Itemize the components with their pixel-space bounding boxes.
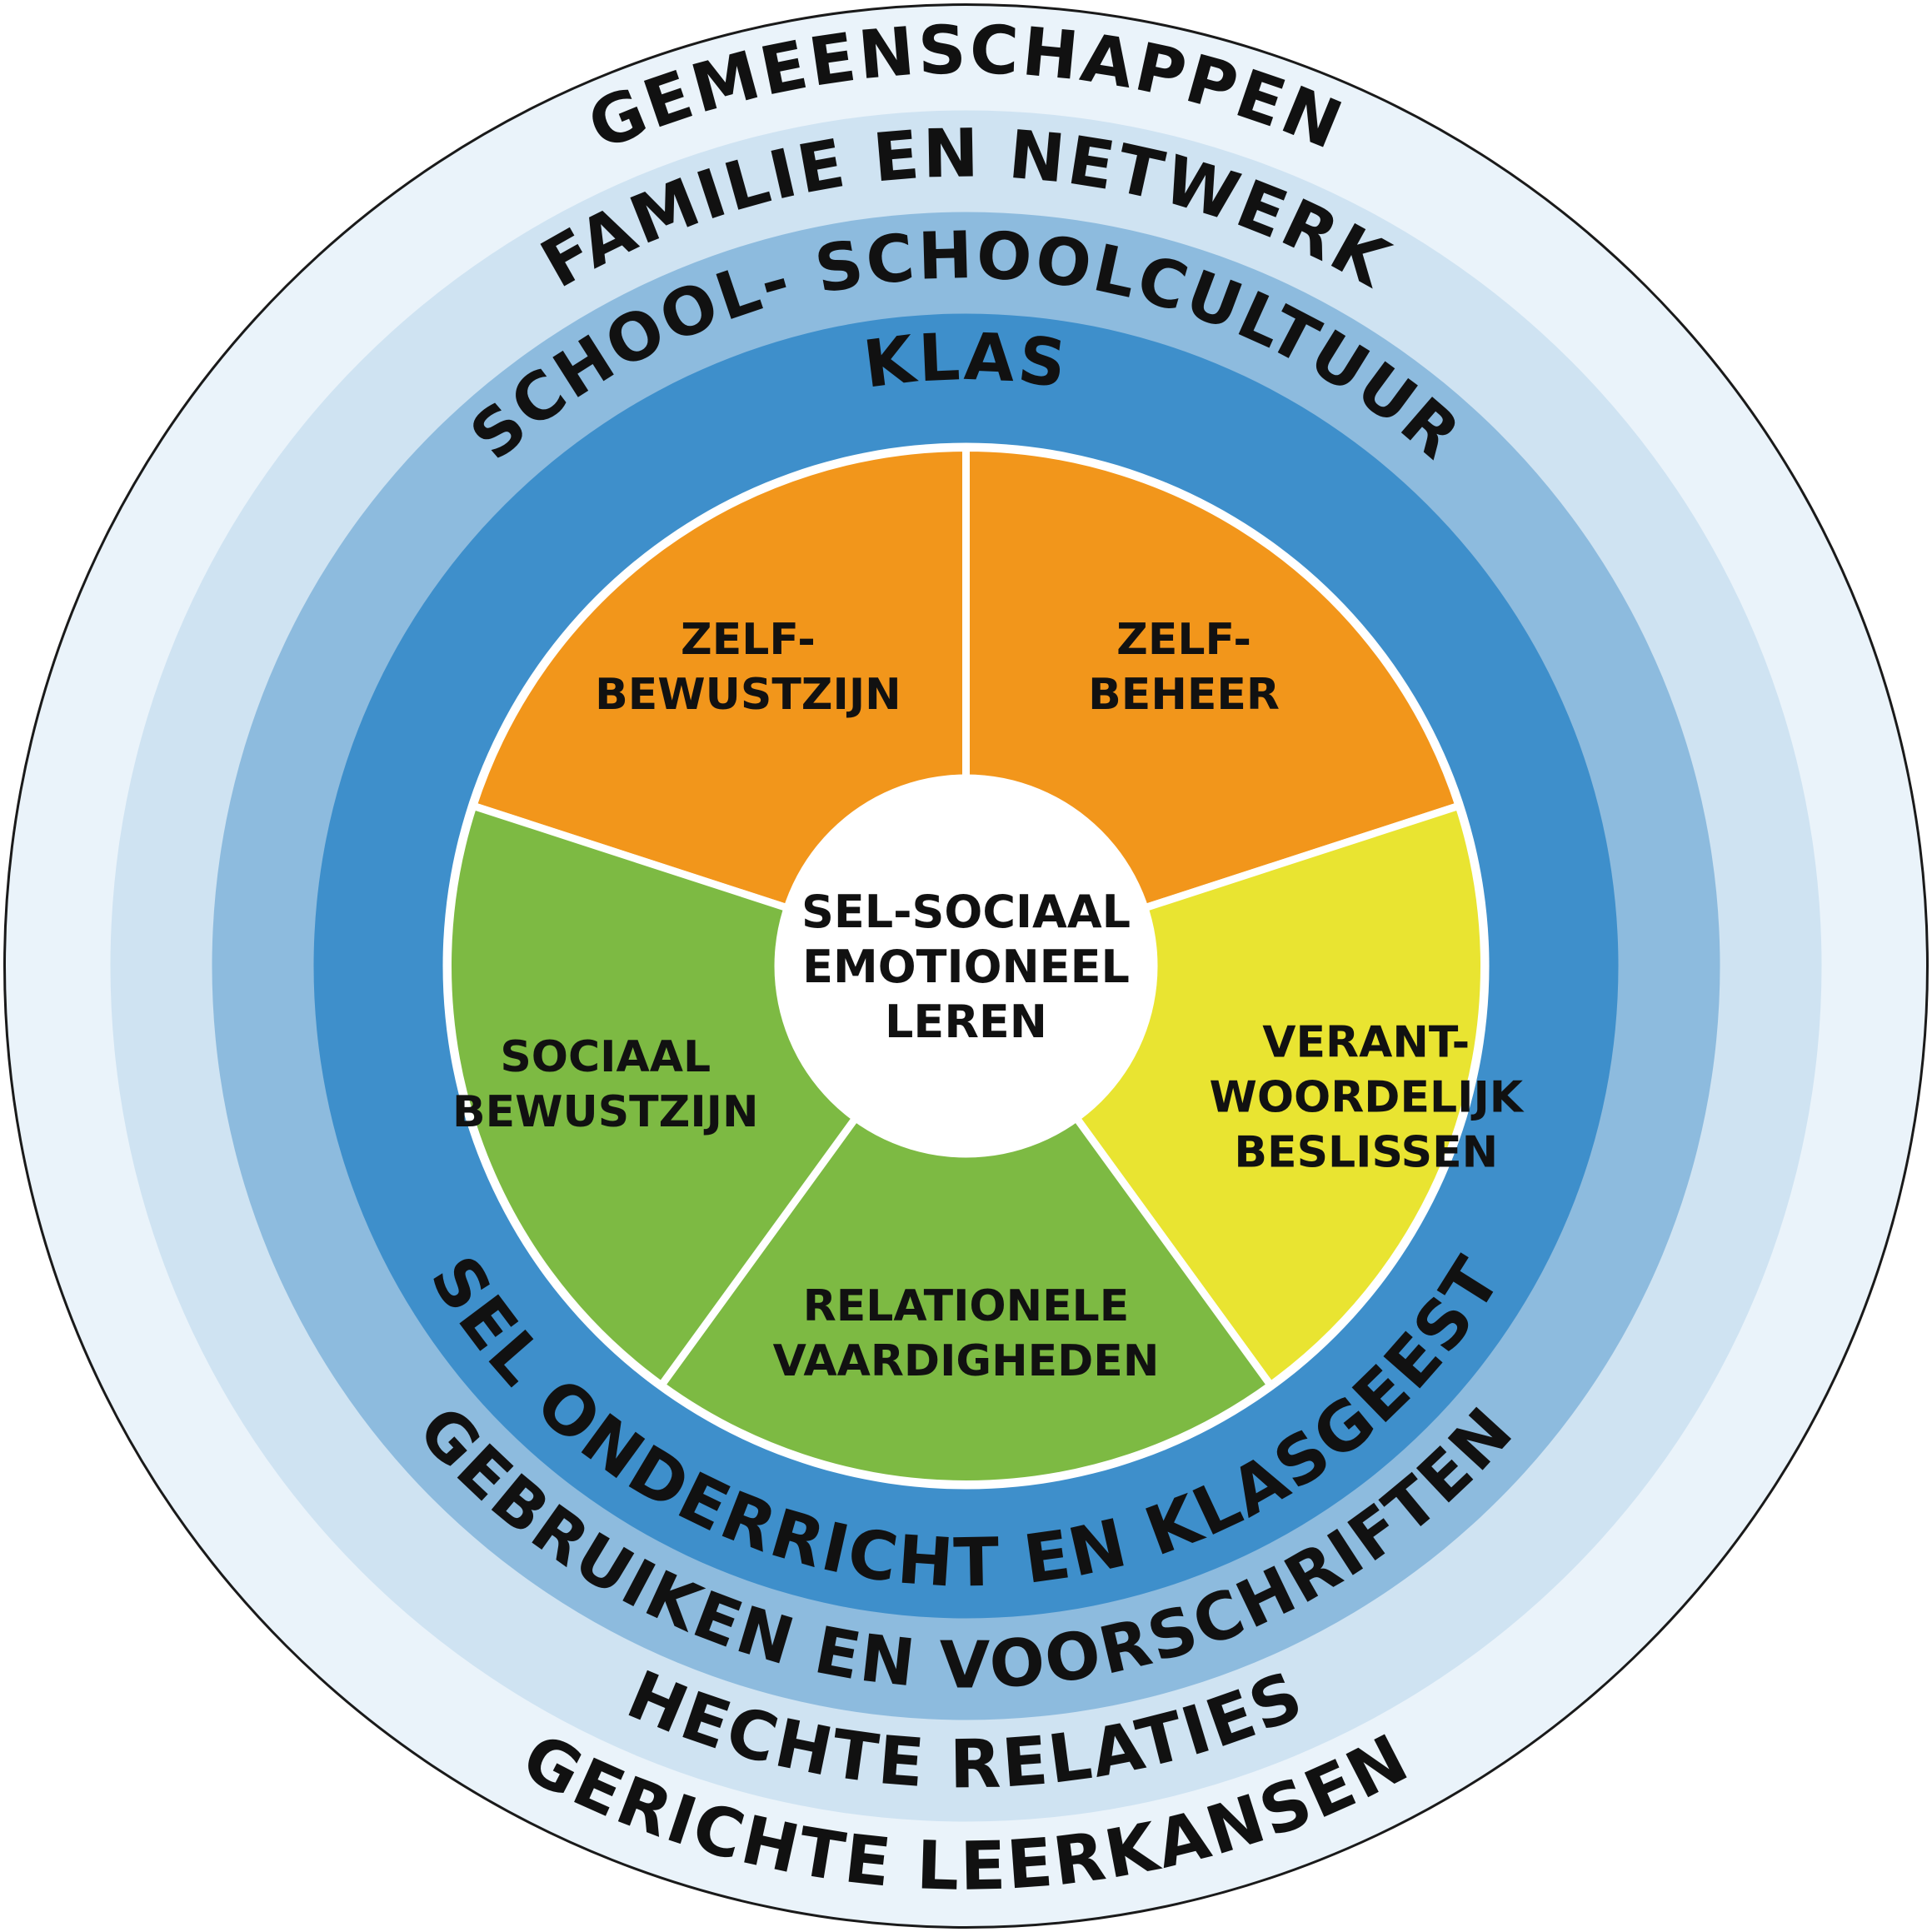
label-zelfbeheer: ZELF-BEHEER [1088, 615, 1280, 720]
ring-label-klas-top: KLAS [860, 320, 1073, 403]
segment-relationele-vaardigheden [657, 962, 1275, 1488]
center-circle [774, 774, 1158, 1158]
label-zelfbewustzijn: ZELF-BEWUSTZIJN [595, 615, 901, 720]
